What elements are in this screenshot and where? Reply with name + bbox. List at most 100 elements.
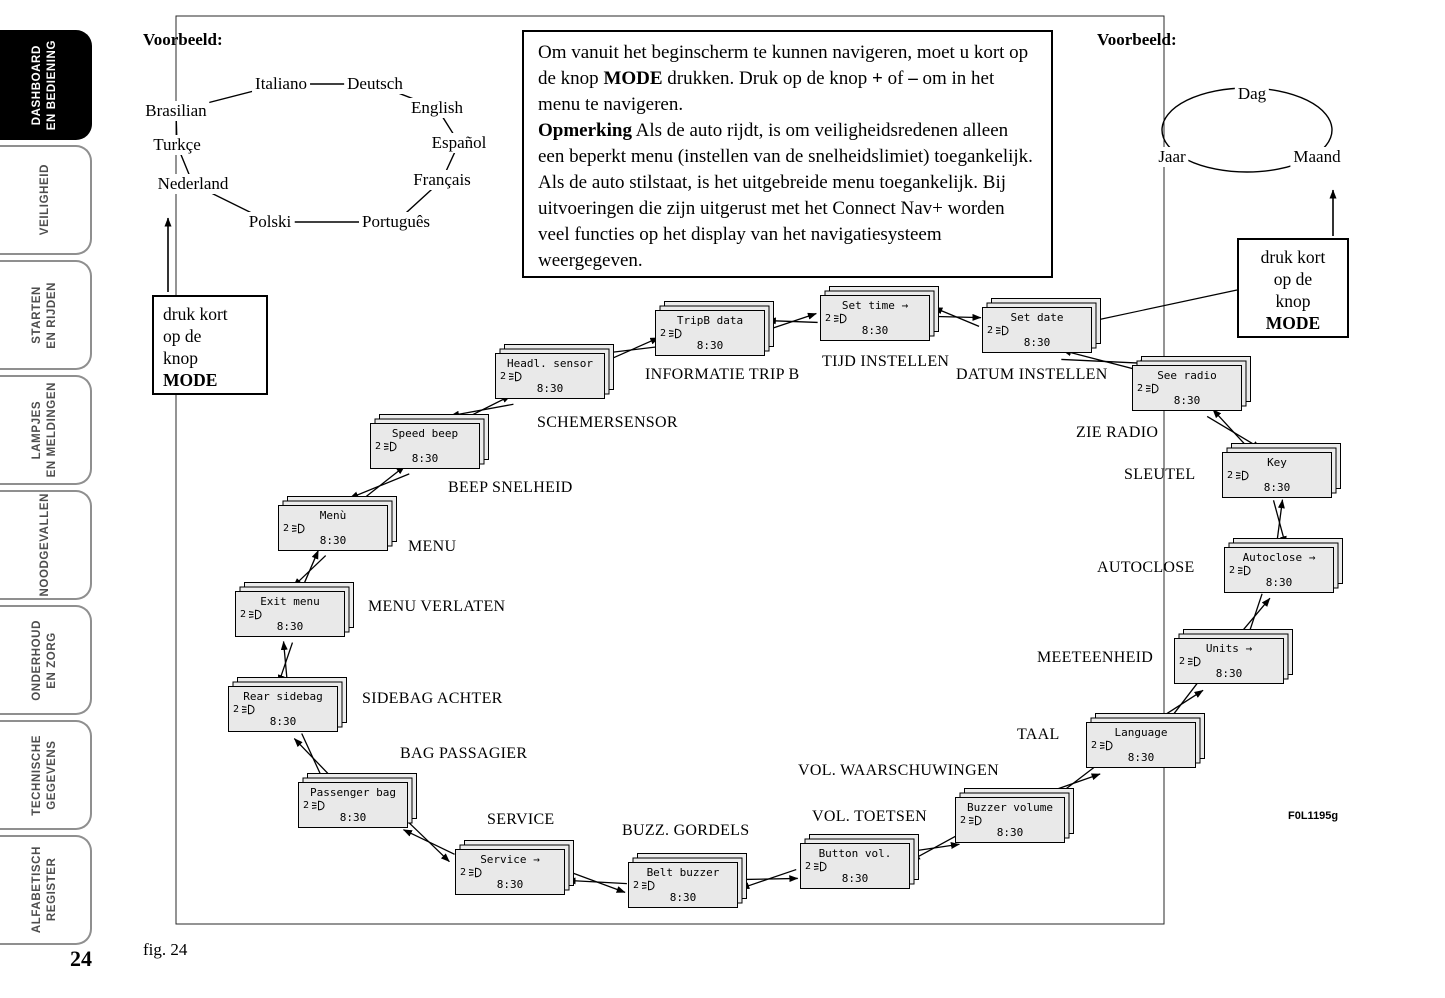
caption-menu: MENU <box>408 538 457 555</box>
headlight-icon <box>813 861 827 872</box>
lcd-status-cluster: 2 <box>1179 656 1201 667</box>
sidebar-tab-alfabetisch-register: ALFABETISCH REGISTER <box>0 835 92 945</box>
sidebar-tab-lampjes-en-meldingen: LAMPJES EN MELDINGEN <box>0 375 92 485</box>
lcd-clock: 8:30 <box>536 382 564 395</box>
lcd-label: Rear sidebag <box>243 690 323 703</box>
headlight-icon <box>248 609 262 620</box>
lcd-clock: 8:30 <box>411 452 439 465</box>
lcd-status-cluster: 2 <box>1229 565 1251 576</box>
sidebar-tab-label: ONDERHOUD EN ZORG <box>31 619 58 701</box>
lcd-status-cluster: 2 <box>805 861 827 872</box>
lcd-label: Autoclose → <box>1242 551 1316 564</box>
sidebar-tab-label: STARTEN EN RIJDEN <box>31 281 58 349</box>
lcd-label: Speed beep <box>391 427 459 440</box>
lcd-status-cluster: 2 <box>825 313 847 324</box>
caption-bag-passagier: BAG PASSAGIER <box>400 745 528 762</box>
screen-set-time: Set time →2 8:30 <box>820 286 939 341</box>
caption-datum-instellen: DATUM INSTELLEN <box>956 366 1108 383</box>
date-item-dag: Dag <box>1234 84 1270 104</box>
info-box: Om vanuit het beginscherm te kunnen navi… <box>522 30 1053 278</box>
sidebar-tab-label: NOODGEVALLEN <box>38 493 51 597</box>
sidebar-tab-noodgevallen: NOODGEVALLEN <box>0 490 92 600</box>
headlight-icon <box>291 523 305 534</box>
lcd-label: Menù <box>319 509 347 522</box>
headlight-icon <box>1235 470 1249 481</box>
headlight-icon <box>641 880 655 891</box>
screen-face: Button vol.2 8:30 <box>800 843 910 889</box>
caption-vol-toetsen: VOL. TOETSEN <box>812 808 928 825</box>
menu-nav-arrow <box>933 306 980 328</box>
menu-nav-arrow <box>1238 597 1271 636</box>
language-portugu-s: Português <box>359 212 433 232</box>
page-number: 24 <box>70 946 92 971</box>
example-right-title: Voorbeeld: <box>1097 30 1177 49</box>
language-deutsch: Deutsch <box>344 74 406 94</box>
headlight-icon <box>241 704 255 715</box>
headlight-icon <box>1145 383 1159 394</box>
info-paragraph-2: Opmerking Als de auto rijdt, is om veili… <box>538 120 1033 271</box>
lcd-clock: 8:30 <box>996 826 1024 839</box>
headlight-icon <box>508 371 522 382</box>
caption-tijd-instellen: TIJD INSTELLEN <box>822 353 950 370</box>
lcd-status-cluster: 2 <box>960 815 982 826</box>
sidebar-tab-onderhoud-en-zorg: ONDERHOUD EN ZORG <box>0 605 92 715</box>
screen-face: Menù 2 8:30 <box>278 505 388 551</box>
example-left-title: Voorbeeld: <box>143 30 223 49</box>
headlight-icon <box>833 313 847 324</box>
caption-informatie-trip-b: INFORMATIE TRIP B <box>645 366 800 383</box>
lcd-status-cluster: 2 <box>233 704 255 715</box>
sidebar-tab-label: LAMPJES EN MELDINGEN <box>31 382 58 478</box>
menu-nav-arrow <box>349 473 410 499</box>
headlight-icon <box>668 328 682 339</box>
lcd-status-cluster: 2 <box>283 523 305 534</box>
date-item-jaar: Jaar <box>1155 147 1189 167</box>
menu-nav-arrow <box>408 821 450 863</box>
headlight-icon <box>311 800 325 811</box>
lcd-status-cluster: 2 <box>303 800 325 811</box>
lcd-label: Service → <box>480 853 540 866</box>
lcd-clock: 8:30 <box>861 324 889 337</box>
caption-meeteenheid: MEETEENHEID <box>1037 649 1154 666</box>
caption-menu-verlaten: MENU VERLATEN <box>368 598 506 615</box>
lcd-status-cluster: 2 <box>1091 740 1113 751</box>
figure-frame <box>175 15 1165 925</box>
lcd-clock: 8:30 <box>841 872 869 885</box>
lcd-label: Passenger bag <box>309 786 397 799</box>
headlight-icon <box>995 325 1009 336</box>
caption-service: SERVICE <box>487 811 555 828</box>
lcd-clock: 8:30 <box>496 878 524 891</box>
caption-vol-waarschuwingen: VOL. WAARSCHUWINGEN <box>798 762 999 779</box>
headlight-icon <box>1237 565 1251 576</box>
menu-nav-arrow <box>1275 499 1285 546</box>
language-english: English <box>408 98 466 118</box>
lcd-label: Button vol. <box>818 847 892 860</box>
caption-taal: TAAL <box>1017 726 1060 743</box>
lcd-label: TripB data <box>676 314 744 327</box>
lcd-status-cluster: 2 <box>375 441 397 452</box>
mode-instruction-right: druk kort op de knop MODE <box>1237 238 1349 338</box>
lcd-label: Set time → <box>841 299 909 312</box>
caption-sleutel: SLEUTEL <box>1124 466 1196 483</box>
lcd-clock: 8:30 <box>319 534 347 547</box>
screen-men: Menù 2 8:30 <box>278 496 397 551</box>
lcd-label: Set date <box>1010 311 1064 324</box>
menu-nav-arrow <box>277 642 294 684</box>
info-paragraph-1: Om vanuit het beginscherm te kunnen navi… <box>538 42 1029 115</box>
